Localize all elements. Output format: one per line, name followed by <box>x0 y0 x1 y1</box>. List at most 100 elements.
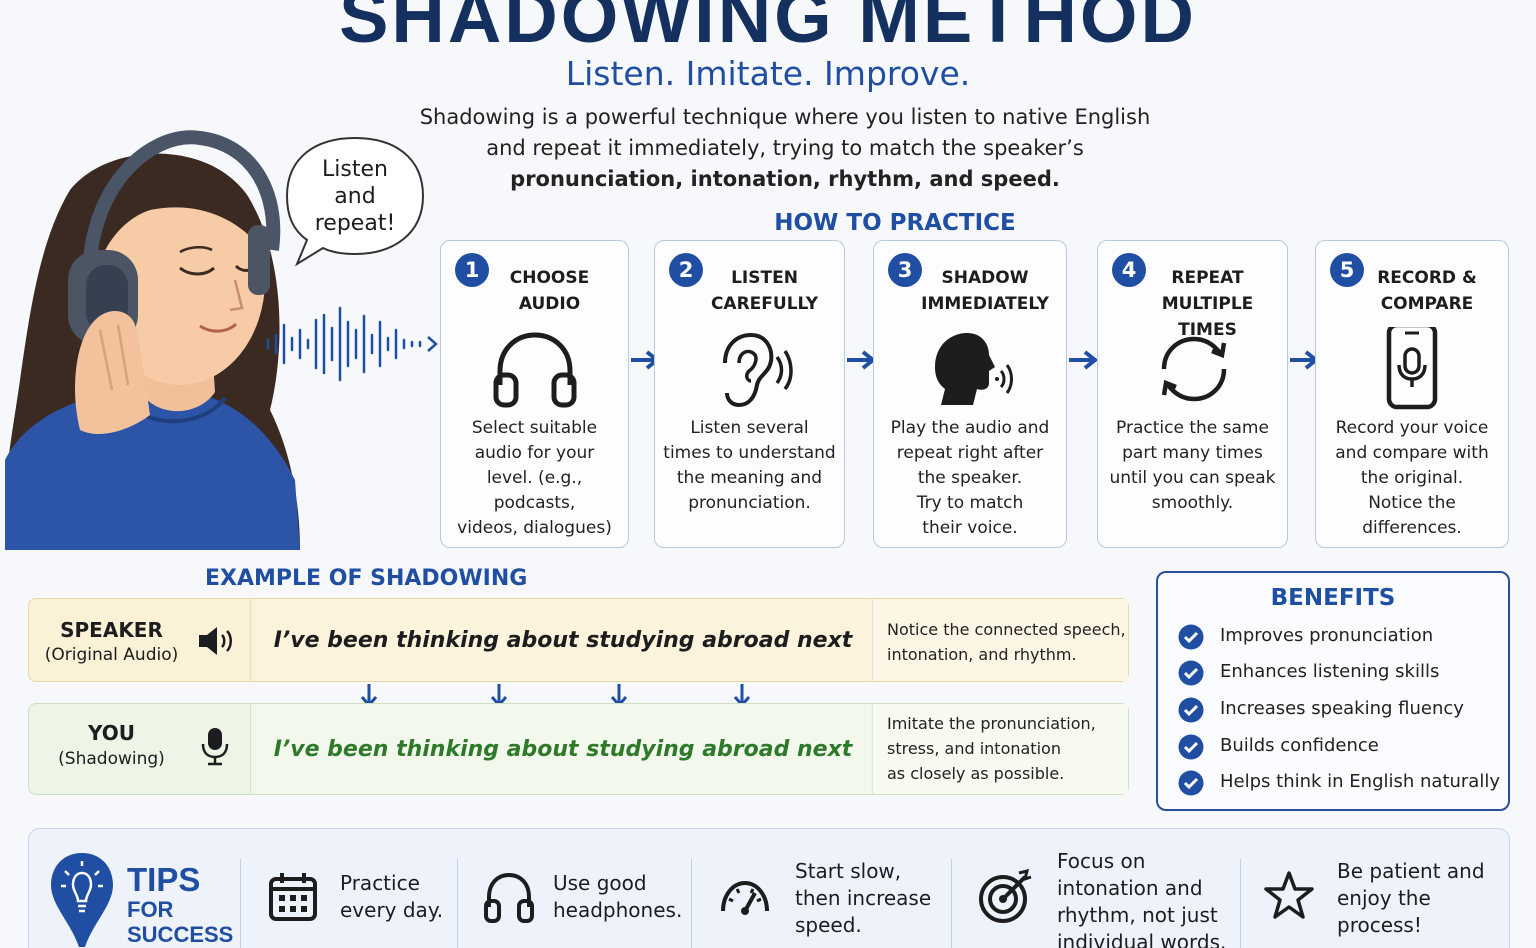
desc-line: Listen several <box>690 418 809 438</box>
step-description: Play the audio and repeat right after th… <box>880 416 1060 541</box>
arrow-right-icon <box>1069 350 1099 370</box>
page-subtitle: Listen. Imitate. Improve. <box>565 54 971 93</box>
desc-line: Play the audio and <box>890 418 1050 438</box>
step-title-line-1: SHADOW <box>941 268 1029 288</box>
phone-microphone-icon <box>1386 327 1438 410</box>
target-icon <box>979 869 1032 923</box>
desc-line: level. (e.g., podcasts, <box>486 468 583 513</box>
benefit-item: Increases speaking fluency <box>1178 695 1508 725</box>
check-circle-icon <box>1178 734 1204 760</box>
step-description: Practice the same part many times until … <box>1104 416 1281 516</box>
tip-line: then increase <box>795 886 932 910</box>
tip-divider <box>240 859 241 948</box>
speaker-sublabel: (Original Audio) <box>44 645 179 665</box>
you-label: YOU <box>87 721 135 745</box>
tip-divider <box>1240 859 1241 948</box>
tip-focus-intonation: Focus on intonation and rhythm, not just… <box>973 829 1239 948</box>
step-title: RECORD & COMPARE <box>1356 265 1498 317</box>
desc-line: part many times <box>1122 443 1263 463</box>
benefit-text: Helps think in English naturally <box>1220 771 1500 792</box>
step-title-line-1: RECORD & <box>1377 268 1477 288</box>
you-label-cell: YOU (Shadowing) <box>29 704 251 794</box>
intro-line-2: and repeat it immediately, trying to mat… <box>486 136 1084 160</box>
you-sublabel: (Shadowing) <box>58 749 165 769</box>
step-title-line-2: CAREFULLY <box>710 294 819 314</box>
tip-be-patient: Be patient and enjoy the process! <box>1261 829 1501 948</box>
benefit-text: Improves pronunciation <box>1220 625 1434 646</box>
check-circle-icon <box>1178 697 1204 723</box>
page-title: SHADOWING METHOD <box>339 0 1197 58</box>
tip-line: Focus on <box>1057 849 1146 873</box>
step-title: LISTEN CAREFULLY <box>695 265 834 317</box>
desc-line: their voice. <box>922 518 1018 538</box>
tip-text: Practice every day. <box>340 870 443 924</box>
tips-panel: TIPS FOR SUCCESS Practice every day. Use… <box>28 828 1510 948</box>
desc-line: Try to match <box>916 493 1024 513</box>
how-to-practice-title: HOW TO PRACTICE <box>774 210 1016 236</box>
tip-line: intonation and <box>1057 876 1203 900</box>
benefit-text: Increases speaking fluency <box>1220 698 1464 719</box>
you-row: YOU (Shadowing) I’ve been thinking about… <box>28 703 1129 854</box>
step-card-repeat-multiple-times: 4 REPEAT MULTIPLE TIMES Practice the sam… <box>1097 240 1288 548</box>
bubble-line-2: and <box>334 184 376 209</box>
desc-line: and compare with <box>1335 443 1489 463</box>
bubble-line-3: repeat! <box>314 211 396 236</box>
tip-line: Practice <box>340 871 420 895</box>
speaker-label-cell: SPEAKER (Original Audio) <box>29 599 251 681</box>
desc-line: the meaning and <box>676 468 823 488</box>
tip-text: Be patient and enjoy the process! <box>1337 858 1485 939</box>
tip-text: Start slow, then increase speed. <box>795 858 931 939</box>
tip-divider <box>951 859 952 948</box>
desc-line: audio for your <box>474 443 595 463</box>
speech-bubble-text: Listen and repeat! <box>290 156 420 237</box>
intro-bold: pronunciation, intonation, rhythm, and s… <box>510 167 1060 191</box>
headphones-icon <box>484 872 534 923</box>
step-card-shadow-immediately: 3 SHADOW IMMEDIATELY Play the audio and … <box>873 240 1067 548</box>
note-line: as closely as possible. <box>887 764 1065 783</box>
headphones-icon <box>493 332 576 408</box>
note-line: stress, and intonation <box>887 739 1061 758</box>
step-number: 5 <box>1330 253 1364 287</box>
step-title-line-2: AUDIO <box>518 294 581 314</box>
benefit-item: Improves pronunciation <box>1178 622 1508 652</box>
ear-icon <box>722 332 793 408</box>
tip-divider <box>691 859 692 948</box>
speaker-sentence: I’ve been thinking about studying abroad… <box>255 599 871 737</box>
benefit-text: Builds confidence <box>1220 735 1379 756</box>
note-line: intonation, and rhythm. <box>887 645 1077 664</box>
check-circle-icon <box>1178 770 1204 796</box>
example-title: EXAMPLE OF SHADOWING <box>205 566 528 591</box>
tip-line: individual words. <box>1057 930 1227 948</box>
tips-title: TIPS <box>127 861 201 898</box>
benefit-item: Enhances listening skills <box>1178 658 1508 688</box>
step-number: 3 <box>888 253 922 287</box>
step-title: REPEAT MULTIPLE TIMES <box>1138 265 1277 343</box>
you-note: Imitate the pronunciation, stress, and i… <box>872 704 1128 794</box>
tip-text: Use good headphones. <box>553 870 682 924</box>
desc-line: smoothly. <box>1151 493 1234 513</box>
desc-line: Notice the <box>1368 493 1456 513</box>
benefits-panel: BENEFITS Improves pronunciation Enhances… <box>1156 571 1510 811</box>
desc-line: Practice the same <box>1116 418 1269 438</box>
benefit-item: Helps think in English naturally <box>1178 768 1508 798</box>
step-number: 4 <box>1112 253 1146 287</box>
star-icon <box>1264 871 1314 919</box>
check-circle-icon <box>1178 660 1204 686</box>
step-number: 2 <box>669 253 703 287</box>
desc-line: times to understand <box>663 443 836 463</box>
calendar-icon <box>269 873 317 921</box>
girl-with-headphones-illustration <box>5 130 438 550</box>
tip-line: every day. <box>340 898 444 922</box>
speaker-note: Notice the connected speech, intonation,… <box>872 599 1128 681</box>
tip-line: speed. <box>795 913 862 937</box>
tip-line: enjoy the <box>1337 886 1431 910</box>
intro-line-1: Shadowing is a powerful technique where … <box>419 105 1151 129</box>
step-description: Record your voice and compare with the o… <box>1322 416 1502 541</box>
tip-line: headphones. <box>553 898 683 922</box>
step-card-choose-audio: 1 CHOOSE AUDIO Select suitable audio for… <box>440 240 629 548</box>
step-title: SHADOW IMMEDIATELY <box>914 265 1056 317</box>
step-title-line-1: REPEAT <box>1171 268 1244 288</box>
desc-line: differences. <box>1362 518 1462 538</box>
step-card-listen-carefully: 2 LISTEN CAREFULLY Listen several times … <box>654 240 845 548</box>
step-card-record-compare: 5 RECORD & COMPARE Record your voice and… <box>1315 240 1509 548</box>
